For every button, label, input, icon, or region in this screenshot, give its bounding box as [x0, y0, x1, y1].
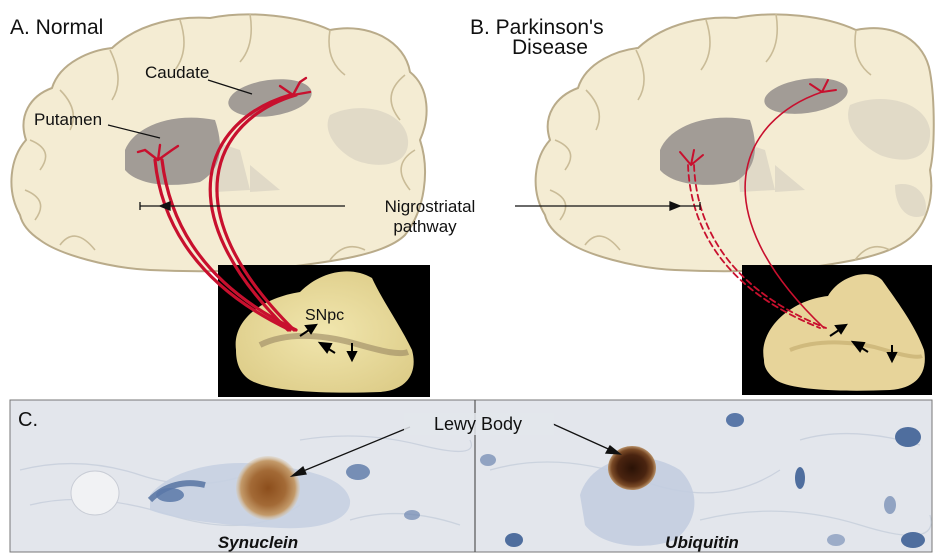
synuclein-label: Synuclein — [218, 533, 298, 552]
snpc-label: SNpc — [305, 307, 344, 324]
panel-a-title: A. Normal — [10, 16, 103, 39]
caudate-label: Caudate — [145, 63, 209, 82]
panel-b-title-line2: Disease — [512, 36, 588, 59]
snpc-photo-parkinsons — [742, 265, 932, 395]
nigrostriatal-label-line2: pathway — [393, 217, 457, 236]
panel-c-label: C. — [18, 409, 38, 431]
putamen-label: Putamen — [34, 110, 102, 129]
brain-slice-parkinsons — [536, 14, 934, 271]
ubiquitin-label: Ubiquitin — [665, 533, 739, 552]
vacuole-circle — [71, 471, 119, 515]
lewy-body-synuclein — [236, 456, 300, 520]
lewy-body-label: Lewy Body — [434, 414, 522, 434]
nigrostriatal-label-line1: Nigrostriatal — [385, 197, 476, 216]
